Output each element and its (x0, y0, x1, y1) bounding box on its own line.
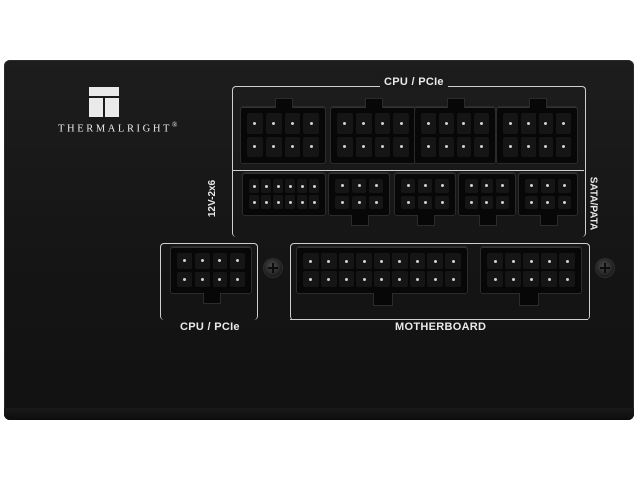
connector-cpu-pcie-left[interactable] (170, 246, 252, 304)
connector-sata-4[interactable] (518, 172, 578, 226)
outline-mb-group (290, 243, 590, 320)
connector-cpu-pcie-3[interactable] (414, 98, 496, 164)
label-12v-2x6: 12V-2x6 (207, 179, 219, 218)
connector-cpu-pcie-4[interactable] (496, 98, 578, 164)
screw-icon (264, 259, 282, 277)
psu-bottom-edge (4, 408, 634, 420)
connector-sata-3[interactable] (458, 172, 516, 226)
connector-cpu-pcie-1[interactable] (240, 98, 326, 164)
outline-left-group (160, 243, 258, 320)
connector-cpu-pcie-2[interactable] (330, 98, 416, 164)
label-motherboard: MOTHERBOARD (395, 321, 487, 333)
outline-top-divider (232, 170, 584, 171)
outline-mb-base (290, 319, 588, 320)
label-cpu-pcie-left: CPU / PCIe (180, 321, 240, 333)
connector-motherboard-main[interactable] (296, 246, 468, 306)
brand-name: THERMALRIGHT® (58, 121, 178, 135)
connector-motherboard-aux[interactable] (480, 246, 582, 306)
label-cpu-pcie-top: CPU / PCIe (380, 76, 448, 88)
connector-sata-1[interactable] (328, 172, 390, 226)
connector-sata-2[interactable] (394, 172, 456, 226)
connector-12v-2x6[interactable] (242, 172, 326, 216)
screw-icon (596, 259, 614, 277)
thermalright-logo-icon (89, 87, 119, 117)
label-sata-pata: SATA/PATA (587, 176, 599, 231)
